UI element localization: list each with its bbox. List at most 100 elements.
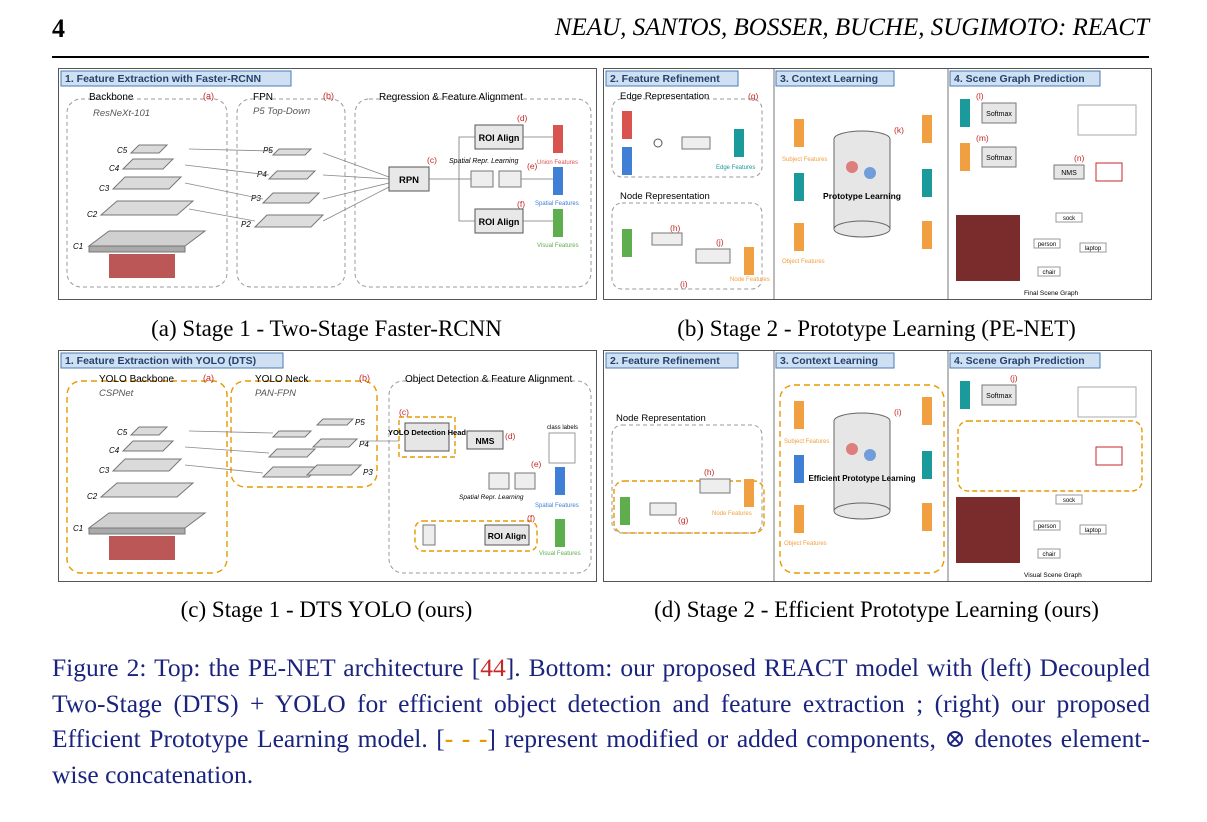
- level-c1: C1: [73, 242, 83, 251]
- panel-b-pe-net: 2. Feature Refinement 3. Context Learnin…: [603, 68, 1152, 300]
- caption-part3: ] represent modified or added components…: [52, 724, 1150, 789]
- d-marker-h: (h): [704, 467, 715, 477]
- c-level-p5: P5: [355, 418, 365, 427]
- c-marker-f: (f): [527, 513, 535, 523]
- c-marker-e: (e): [531, 459, 542, 469]
- level-c2: C2: [87, 210, 98, 219]
- level-c3: C3: [99, 184, 110, 193]
- running-title: NEAU, SANTOS, BOSSER, BUCHE, SUGIMOTO: R…: [554, 14, 1149, 41]
- caption-part1: Figure 2: Top: the PE-NET architecture [: [52, 653, 481, 682]
- panel-b-sgp-title: 4. Scene Graph Prediction: [954, 73, 1085, 85]
- efficient-proto-learning: Efficient Prototype Learning: [808, 474, 915, 483]
- caption-dash-legend: - - -: [444, 724, 488, 753]
- panel-d-diagram: 2. Feature Refinement 3. Context Learnin…: [605, 351, 1143, 581]
- c-level-c1: C1: [73, 524, 83, 533]
- det-label: Object Detection & Feature Alignment: [405, 374, 573, 385]
- c-visual-features: Visual Features: [539, 551, 581, 557]
- marker-k: (k): [894, 125, 904, 135]
- panel-c-title: 1. Feature Extraction with YOLO (DTS): [65, 355, 256, 367]
- d-marker-i: (i): [894, 407, 902, 417]
- backbone-sub: ResNeXt-101: [93, 108, 150, 119]
- c-nms-box: NMS: [476, 436, 495, 446]
- d-visual-sg-label: Visual Scene Graph: [1024, 572, 1082, 579]
- marker-g: (g): [748, 91, 759, 101]
- c-input-image: [109, 536, 175, 560]
- level-c4: C4: [109, 164, 120, 173]
- caption-ref-link[interactable]: 44: [480, 653, 506, 682]
- softmax-bottom: Softmax: [986, 155, 1012, 162]
- softmax-top: Softmax: [986, 111, 1012, 118]
- union-features-label: Union Features: [537, 160, 578, 166]
- c-level-c2: C2: [87, 492, 98, 501]
- node-features-label: Node Features: [730, 277, 770, 283]
- page-number: 4: [52, 14, 65, 43]
- caption-part2: ]. Bottom: our proposed REACT model with…: [52, 653, 1150, 753]
- d-object-features: Object Features: [784, 541, 827, 547]
- c-level-p3: P3: [363, 468, 373, 477]
- marker-c: (c): [427, 155, 437, 165]
- yolo-head: YOLO Detection Head: [388, 428, 466, 437]
- d-node-rep-label: Node Representation: [616, 413, 706, 424]
- panel-b-diagram: 2. Feature Refinement 3. Context Learnin…: [605, 69, 1137, 299]
- prototype-learning: Prototype Learning: [823, 191, 901, 201]
- marker-n: (n): [1074, 153, 1085, 163]
- edge-features-label: Edge Features: [716, 165, 755, 171]
- final-sg-label: Final Scene Graph: [1024, 290, 1079, 297]
- c-level-p4: P4: [359, 440, 369, 449]
- edge-rep-label: Edge Representation: [620, 91, 709, 102]
- sg-node-sock: sock: [1063, 216, 1076, 222]
- subcaption-a: (a) Stage 1 - Two-Stage Faster-RCNN: [151, 316, 502, 341]
- reg-label: Regression & Feature Alignment: [379, 92, 523, 103]
- subcaption-d: (d) Stage 2 - Efficient Prototype Learni…: [654, 597, 1099, 622]
- c-level-c5: C5: [117, 428, 128, 437]
- fpn-label: FPN: [253, 92, 273, 103]
- marker-f: (f): [517, 199, 525, 209]
- yolo-neck-label: YOLO Neck: [255, 374, 309, 385]
- panel-a-title: 1. Feature Extraction with Faster-RCNN: [65, 73, 261, 85]
- panel-b-context-title: 3. Context Learning: [780, 73, 878, 85]
- yolo-backbone-sub: CSPNet: [99, 388, 134, 399]
- marker-d: (d): [517, 113, 528, 123]
- yolo-backbone-label: YOLO Backbone: [99, 374, 174, 385]
- backbone-label: Backbone: [89, 92, 134, 103]
- visual-features-label: Visual Features: [537, 243, 579, 249]
- subcaption-c: (c) Stage 1 - DTS YOLO (ours): [180, 597, 473, 622]
- d-sg-node-chair: chair: [1042, 552, 1055, 558]
- panel-c-dts-yolo: 1. Feature Extraction with YOLO (DTS) YO…: [58, 350, 597, 582]
- panel-a-diagram: 1. Feature Extraction with Faster-RCNN B…: [60, 70, 592, 288]
- c-spatial-repr: Spatial Repr. Learning: [459, 494, 524, 501]
- c-roi-align: ROI Align: [488, 531, 526, 541]
- roi-align-top: ROI Align: [479, 133, 520, 143]
- d-subject-features: Subject Features: [784, 439, 829, 445]
- c-level-c3: C3: [99, 466, 110, 475]
- panel-b-refine-title: 2. Feature Refinement: [610, 73, 720, 85]
- fpn-sub: P5 Top-Down: [253, 106, 310, 117]
- panel-d-context-title: 3. Context Learning: [780, 355, 878, 367]
- c-class-labels: class labels: [547, 425, 578, 431]
- spatial-features-label: Spatial Features: [535, 201, 579, 207]
- object-features-label: Object Features: [782, 259, 825, 265]
- marker-i: (i): [680, 279, 688, 289]
- marker-a: (a): [203, 91, 214, 101]
- level-p2: P2: [241, 220, 251, 229]
- marker-b: (b): [323, 91, 334, 101]
- d-node-features: Node Features: [712, 511, 752, 517]
- panel-d-efficient-proto: 2. Feature Refinement 3. Context Learnin…: [603, 350, 1152, 582]
- d-sg-node-sock: sock: [1063, 498, 1076, 504]
- panel-c-diagram: 1. Feature Extraction with YOLO (DTS) YO…: [60, 352, 592, 574]
- d-softmax: Softmax: [986, 393, 1012, 400]
- level-p3: P3: [251, 194, 261, 203]
- sg-node-laptop: laptop: [1085, 246, 1102, 252]
- node-rep-label: Node Representation: [620, 191, 710, 202]
- sg-node-person: person: [1038, 242, 1056, 248]
- panel-d-sgp-title: 4. Scene Graph Prediction: [954, 355, 1085, 367]
- marker-j: (j): [716, 237, 724, 247]
- sg-node-chair: chair: [1042, 270, 1055, 276]
- panel-d-refine-title: 2. Feature Refinement: [610, 355, 720, 367]
- marker-m: (m): [976, 133, 989, 143]
- subject-features-label: Subject Features: [782, 157, 827, 163]
- input-image: [109, 254, 175, 278]
- scene-photo: [956, 215, 1020, 281]
- d-scene-photo: [956, 497, 1020, 563]
- roi-align-bottom: ROI Align: [479, 217, 520, 227]
